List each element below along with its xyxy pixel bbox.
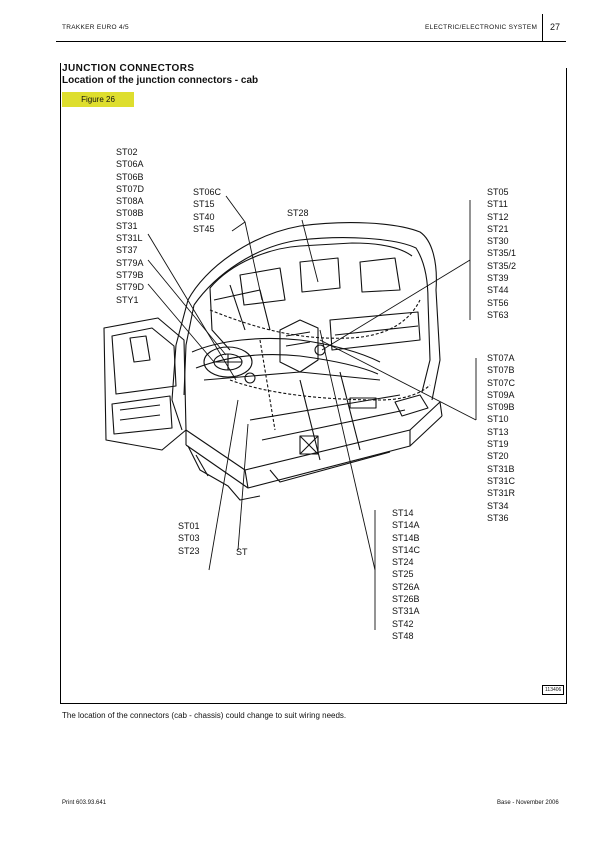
connector-label: ST79D — [116, 282, 145, 293]
connector-label: ST01 — [178, 521, 200, 531]
footer-print-ref: Print 603.93.641 — [62, 800, 107, 806]
figure-badge: Figure 26 — [62, 92, 134, 107]
header-divider — [542, 14, 543, 42]
connector-label: ST36 — [487, 512, 509, 523]
section-title: JUNCTION CONNECTORS — [62, 63, 195, 74]
connector-label: ST34 — [487, 500, 509, 511]
connector-label: ST14A — [392, 520, 420, 531]
frame-right-rule — [566, 68, 567, 704]
connector-label: ST30 — [487, 236, 509, 247]
connector-label: ST21 — [487, 223, 509, 234]
connector-label: ST07C — [487, 377, 516, 388]
connector-label: ST28 — [287, 208, 309, 218]
frame-left-rule — [60, 63, 61, 703]
figure-ref-number: 113406 — [542, 685, 565, 695]
connector-label: ST03 — [178, 533, 200, 544]
connector-label: ST02 — [116, 147, 138, 157]
header-section-title: ELECTRIC/ELECTRONIC SYSTEM — [425, 24, 538, 31]
connector-label: ST06B — [116, 171, 144, 182]
connector-label: ST15 — [193, 199, 215, 210]
connector-label: ST79B — [116, 269, 144, 280]
connector-label: ST39 — [487, 273, 509, 284]
connector-label: ST06A — [116, 159, 144, 170]
label-group-left-top: ST02 ST06A ST06B ST07D ST08A ST08B ST31 … — [116, 146, 144, 306]
connector-label: ST56 — [487, 297, 509, 308]
connector-label: ST44 — [487, 285, 509, 296]
leader-left-a — [147, 233, 237, 381]
connector-label: ST14 — [392, 508, 414, 518]
leader-bottom-st — [237, 423, 249, 551]
connector-label: ST20 — [487, 451, 509, 462]
connector-label: ST13 — [487, 426, 509, 437]
page-number: 27 — [550, 22, 561, 32]
label-group-center-top: ST28 — [287, 207, 309, 219]
connector-label: ST31 — [116, 220, 138, 231]
header-rule — [56, 41, 566, 42]
leader-mid-top — [225, 195, 246, 232]
label-group-bottom-left: ST01 ST03 ST23 — [178, 520, 200, 557]
label-group-mid-top: ST06C ST15 ST40 ST45 — [193, 186, 221, 235]
label-group-right-mid: ST07A ST07B ST07C ST09A ST09B ST10 ST13 … — [487, 352, 515, 524]
connector-label: ST08A — [116, 196, 144, 207]
connector-label: ST31B — [487, 463, 515, 474]
footer-edition: Base - November 2006 — [497, 800, 559, 806]
connector-label: ST24 — [392, 557, 414, 568]
leader-bottom-left — [208, 399, 239, 571]
connector-label: ST26B — [392, 594, 420, 605]
connector-label: ST26A — [392, 581, 420, 592]
label-group-bottom-center: ST14 ST14A ST14B ST14C ST24 ST25 ST26A S… — [392, 507, 420, 642]
connector-label: ST09A — [487, 389, 515, 400]
connector-label: ST45 — [193, 223, 215, 234]
connector-label: ST08B — [116, 208, 144, 219]
leader-mid-top-b — [244, 221, 263, 301]
connector-label: ST09B — [487, 402, 515, 413]
connector-label: ST05 — [487, 187, 509, 197]
connector-label: ST42 — [392, 618, 414, 629]
connector-label: ST19 — [487, 439, 509, 450]
leader-right-top — [321, 259, 471, 351]
connector-label: ST — [236, 547, 248, 557]
connector-label: ST63 — [487, 309, 509, 320]
leader-left-c — [147, 283, 215, 363]
leader-left-b — [147, 259, 227, 356]
connector-label: ST31L — [116, 233, 143, 244]
connector-label: ST14B — [392, 532, 420, 543]
connector-label: ST25 — [392, 569, 414, 580]
connector-label: ST37 — [116, 245, 138, 256]
connector-label: ST31A — [392, 606, 420, 617]
label-group-bottom-st: ST — [236, 546, 248, 558]
connector-label: ST07A — [487, 353, 515, 363]
connector-label: ST10 — [487, 414, 509, 425]
leader-bottom-center — [319, 329, 376, 571]
connector-label: ST11 — [487, 199, 508, 210]
connector-label: ST14C — [392, 544, 421, 555]
connector-label: ST31R — [487, 488, 516, 499]
connector-label: ST35/1 — [487, 248, 517, 259]
label-group-right-top: ST05 ST11 ST12 ST21 ST30 ST35/1 ST35/2 S… — [487, 186, 516, 321]
connector-label: ST23 — [178, 545, 200, 556]
connector-label: ST40 — [193, 211, 215, 222]
connector-label: ST06C — [193, 187, 222, 197]
connector-label: ST12 — [487, 211, 509, 222]
connector-label: ST07B — [487, 365, 515, 376]
section-subtitle: Location of the junction connectors - ca… — [62, 75, 259, 86]
connector-label: ST07D — [116, 183, 145, 194]
frame-bottom-rule — [60, 703, 567, 704]
connector-label: ST35/2 — [487, 260, 517, 271]
connector-label: ST48 — [392, 630, 414, 641]
connector-label: ST79A — [116, 257, 144, 268]
leader-st28 — [301, 219, 319, 283]
connector-label: ST31C — [487, 475, 516, 486]
leader-right-mid — [319, 339, 477, 421]
header-doc-title: TRAKKER EURO 4/5 — [62, 24, 129, 31]
note-text: The location of the connectors (cab - ch… — [62, 711, 347, 720]
connector-label: STY1 — [116, 294, 139, 305]
